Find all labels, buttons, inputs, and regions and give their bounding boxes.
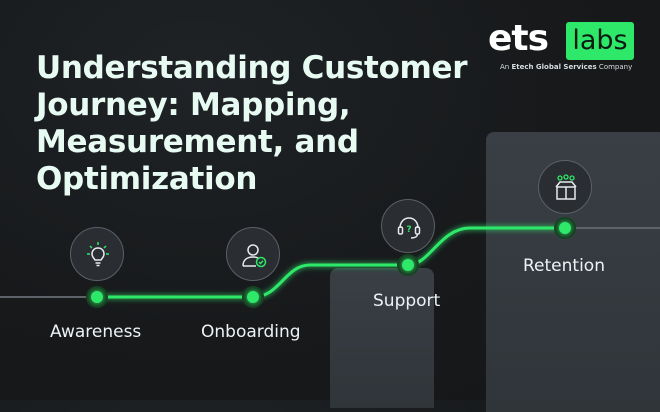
headset-icon: ? bbox=[397, 217, 421, 239]
stage-label-support: Support bbox=[373, 291, 441, 311]
journey-line bbox=[97, 226, 565, 299]
tagline-company: Etech Global Services bbox=[511, 63, 597, 71]
logo-labs-badge: labs bbox=[566, 22, 634, 60]
onboarding-node bbox=[247, 291, 259, 303]
tagline-prefix: An bbox=[500, 63, 512, 71]
ets-labs-logo: ets labs An Etech Global Services Compan… bbox=[488, 18, 638, 74]
journey-path bbox=[0, 217, 660, 308]
stage-label-retention: Retention bbox=[523, 256, 605, 276]
lightbulb-icon bbox=[87, 242, 109, 267]
retention-icon-badge bbox=[538, 160, 592, 214]
support-icon-badge: ? bbox=[381, 199, 435, 253]
logo-ets-text: ets bbox=[488, 18, 549, 59]
stage-label-onboarding: Onboarding bbox=[201, 322, 301, 342]
page-title: Understanding Customer Journey: Mapping,… bbox=[36, 50, 476, 198]
svg-text:?: ? bbox=[406, 225, 411, 235]
awareness-node bbox=[91, 291, 103, 303]
title-line-3: Measurement, and bbox=[36, 124, 359, 160]
gift-box-icon bbox=[555, 174, 577, 200]
user-check-icon bbox=[242, 244, 267, 268]
retention-node bbox=[559, 222, 571, 234]
title-line-2: Journey: Mapping, bbox=[36, 87, 351, 123]
title-line-1: Understanding Customer bbox=[36, 50, 468, 86]
logo-tagline: An Etech Global Services Company bbox=[500, 63, 632, 71]
stage-label-awareness: Awareness bbox=[50, 322, 142, 342]
awareness-icon-badge bbox=[70, 227, 124, 281]
title-line-4: Optimization bbox=[36, 161, 258, 197]
support-node bbox=[402, 259, 414, 271]
support-step-panel bbox=[330, 268, 434, 408]
tagline-suffix: Company bbox=[596, 63, 633, 71]
onboarding-icon-badge bbox=[226, 227, 280, 281]
